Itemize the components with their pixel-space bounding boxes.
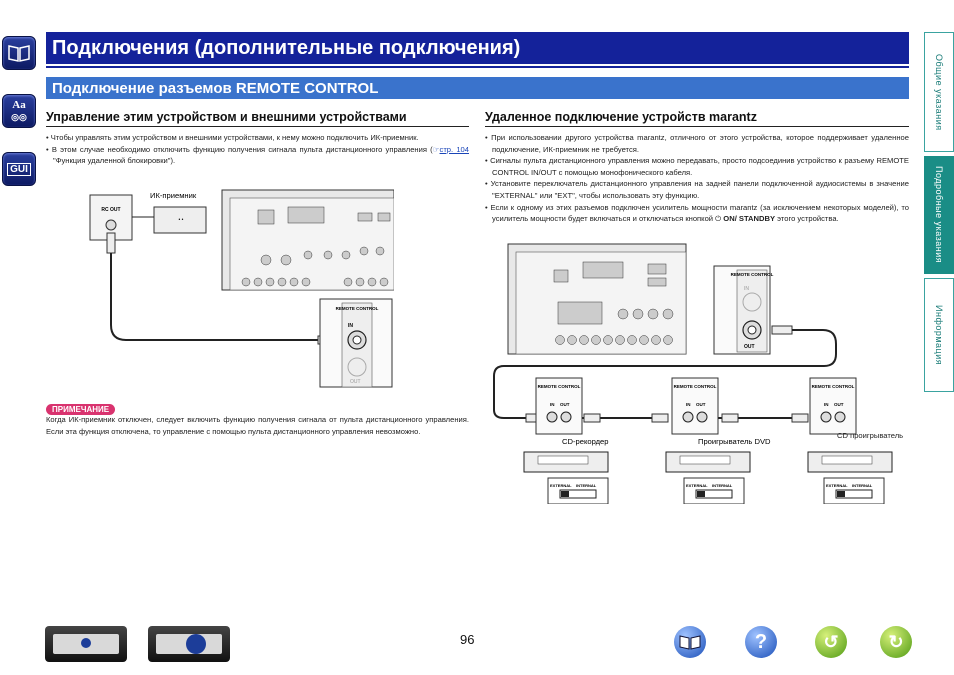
rc-out-label: RC OUT bbox=[101, 207, 120, 213]
rc-out-jack bbox=[105, 219, 117, 231]
ir-receiver-label: ИК-приемник bbox=[150, 191, 197, 200]
gui-icon-label: GUI bbox=[7, 162, 31, 176]
right-bullet-2: Сигналы пульта дистанционного управления… bbox=[490, 156, 909, 177]
dev2-external: EXTERNAL bbox=[686, 483, 708, 488]
index-icon[interactable]: Aa◎◎ bbox=[2, 94, 36, 128]
device-cd-recorder: REMOTE CONTROL IN OUT EXTERNAL INTERNAL bbox=[523, 377, 609, 504]
tab-detailed-label: Подробные указания bbox=[934, 166, 944, 264]
left-bullet-2a: В этом случае необходимо отключить функц… bbox=[51, 144, 433, 154]
plug-top bbox=[106, 232, 116, 254]
dev3-in-label: IN bbox=[824, 402, 829, 407]
device-2-label: Проигрыватель DVD bbox=[698, 437, 771, 446]
left-bullet-1: Чтобы управлять этим устройством и внешн… bbox=[50, 133, 419, 142]
plug-dev3-in bbox=[791, 413, 809, 423]
dev3-out-label: OUT bbox=[834, 402, 844, 407]
dev2-out-label: OUT bbox=[696, 402, 706, 407]
tab-detailed[interactable]: Подробные указания bbox=[924, 156, 954, 274]
dev1-out-label: OUT bbox=[560, 402, 570, 407]
in-jack-right bbox=[742, 292, 762, 312]
front-panel-thumbnail[interactable] bbox=[45, 626, 127, 662]
right-bullet-1: При использовании другого устройства mar… bbox=[491, 133, 909, 154]
dvd-disc-icon bbox=[186, 634, 206, 654]
in-label: IN bbox=[348, 323, 353, 329]
dev2-rc-label: REMOTE CONTROL bbox=[674, 384, 717, 389]
front-panel-knob bbox=[81, 638, 91, 648]
dev1-internal: INTERNAL bbox=[576, 483, 597, 488]
section-subtitle: Подключение разъемов REMOTE CONTROL bbox=[46, 77, 909, 99]
right-heading-wrap: Удаленное подключение устройств marantz bbox=[485, 110, 909, 127]
in-label-right: IN bbox=[744, 286, 749, 292]
cable-main bbox=[493, 329, 837, 419]
right-bullet-4b: этого устройства. bbox=[775, 214, 839, 224]
dev3-rc-label: REMOTE CONTROL bbox=[812, 384, 855, 389]
left-text: • Чтобы управлять этим устройством и вне… bbox=[46, 133, 469, 166]
left-heading: Управление этим устройством и внешними у… bbox=[46, 110, 407, 124]
plug-out bbox=[771, 325, 793, 335]
title-rule bbox=[46, 66, 909, 68]
book-icon-glyph bbox=[679, 635, 701, 650]
book-icon[interactable] bbox=[674, 626, 706, 658]
remote-thumbnail[interactable] bbox=[148, 626, 230, 662]
device-1-label: CD-рекордер bbox=[562, 437, 609, 446]
note-label: ПРИМЕЧАНИЕ bbox=[46, 404, 116, 415]
marantz-remote-diagram: REMOTE CONTROL IN OUT REMOTE CONTROL IN … bbox=[493, 243, 893, 504]
plug-dev2-in bbox=[651, 413, 669, 423]
page-title: Подключения (дополнительные подключения) bbox=[46, 32, 909, 64]
plug-dev2-out bbox=[721, 413, 739, 423]
dev3-external: EXTERNAL bbox=[826, 483, 848, 488]
page-number: 96 bbox=[460, 632, 475, 647]
right-heading: Удаленное подключение устройств marantz bbox=[485, 110, 757, 124]
in-jack-core bbox=[352, 335, 362, 345]
page-ref-link[interactable]: стр. 104 bbox=[439, 144, 469, 154]
left-bullet-2b: "Функция удаленной блокировки"). bbox=[53, 156, 176, 166]
power-icon: ⏻ bbox=[715, 214, 722, 224]
dev1-rc-label: REMOTE CONTROL bbox=[538, 384, 581, 389]
right-bullet-3: Установите переключатель дистанционного … bbox=[490, 179, 909, 200]
plug-dev1-out bbox=[583, 413, 601, 423]
device-dvd-player: REMOTE CONTROL IN OUT EXTERNAL INTERNAL bbox=[665, 377, 751, 504]
forward-icon[interactable]: ↻ bbox=[880, 626, 912, 658]
ir-receiver bbox=[153, 206, 207, 234]
tab-general-label: Общие указания bbox=[934, 53, 944, 131]
ir-receiver-dots: • • bbox=[179, 217, 184, 223]
out-label: OUT bbox=[350, 379, 361, 385]
rear-connectors bbox=[241, 206, 391, 287]
dev1-external: EXTERNAL bbox=[550, 483, 572, 488]
out-jack-right-core bbox=[747, 325, 757, 335]
device-3-label: CD проигрыватель bbox=[837, 431, 904, 440]
device-cd-player: REMOTE CONTROL IN OUT EXTERNAL INTERNAL bbox=[807, 377, 893, 504]
right-bullet-4a: Если к одному из этих разъемов подключен… bbox=[490, 202, 910, 224]
note-label-wrap: ПРИМЕЧАНИЕ bbox=[46, 399, 116, 417]
dev2-in-label: IN bbox=[686, 402, 691, 407]
remote-control-label: REMOTE CONTROL bbox=[336, 306, 379, 311]
dev3-internal: INTERNAL bbox=[852, 483, 873, 488]
cable-left bbox=[110, 253, 318, 341]
note-text: Когда ИК-приемник отключен, следует вклю… bbox=[46, 415, 469, 436]
help-icon[interactable]: ? bbox=[745, 626, 777, 658]
tab-info[interactable]: Информация bbox=[924, 278, 954, 392]
contents-book-icon[interactable] bbox=[2, 36, 36, 70]
back-icon[interactable]: ↺ bbox=[815, 626, 847, 658]
right-text: • При использовании другого устройства m… bbox=[485, 133, 910, 224]
rear-connectors-right bbox=[553, 261, 674, 345]
dev1-in-label: IN bbox=[550, 402, 555, 407]
index-icon-label: Aa bbox=[12, 99, 26, 111]
gui-icon[interactable]: GUI bbox=[2, 152, 36, 186]
out-label-right: OUT bbox=[744, 344, 755, 350]
out-jack bbox=[347, 357, 367, 377]
tab-general[interactable]: Общие указания bbox=[924, 32, 954, 152]
book-icon bbox=[8, 45, 30, 62]
left-heading-wrap: Управление этим устройством и внешними у… bbox=[46, 110, 469, 127]
tab-info-label: Информация bbox=[934, 304, 944, 366]
dev2-internal: INTERNAL bbox=[712, 483, 733, 488]
remote-control-label-right: REMOTE CONTROL bbox=[731, 272, 774, 277]
right-bullet-4-bold: ON/ STANDBY bbox=[723, 214, 776, 224]
ref-icon: ☞ bbox=[432, 144, 440, 154]
ir-receiver-diagram: RC OUT • • ИК-приемник REMOTE CONTROL IN… bbox=[89, 189, 394, 388]
